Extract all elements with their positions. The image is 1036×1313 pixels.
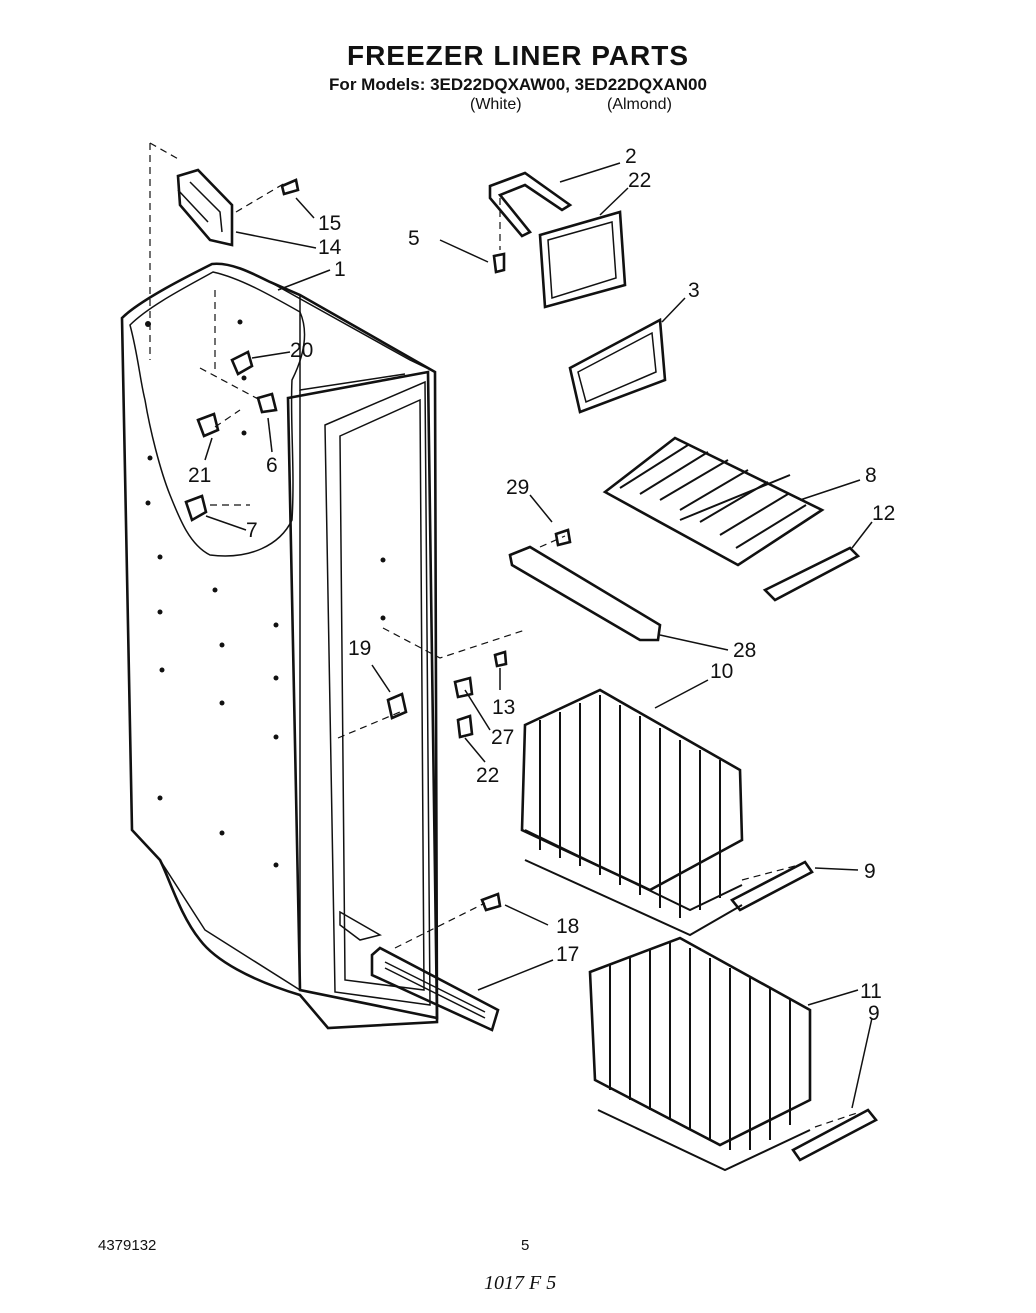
callout-21: 21 [188, 464, 211, 487]
callout-29: 29 [506, 476, 529, 499]
callout-22-upper: 22 [628, 169, 651, 192]
part-8-wire-shelf [602, 436, 825, 567]
part-9-rail-upper [729, 860, 814, 912]
part-12-rail [762, 546, 861, 602]
callout-27: 27 [491, 726, 514, 749]
finish-white-label: (White) [470, 96, 522, 113]
part-21-stop [196, 412, 220, 438]
leader-lines [204, 162, 873, 1109]
callout-1: 1 [334, 258, 346, 281]
callout-11: 11 [860, 980, 882, 1003]
part-28-support [508, 545, 662, 642]
part-22-clip [456, 714, 474, 739]
callout-20: 20 [290, 339, 313, 362]
callout-9-lower: 9 [868, 1002, 880, 1025]
callout-10: 10 [710, 660, 733, 683]
callout-3: 3 [688, 279, 700, 302]
part-19-bracket [386, 692, 408, 720]
callout-7: 7 [246, 519, 258, 542]
callout-8: 8 [865, 464, 877, 487]
part-22-frame [538, 210, 627, 309]
part-20-stop [230, 350, 254, 376]
part-7-bracket [184, 494, 208, 522]
callout-15: 15 [318, 212, 341, 235]
part-18-screw [480, 892, 502, 912]
callout-22-lower: 22 [476, 764, 499, 787]
callout-13: 13 [492, 696, 515, 719]
callout-28: 28 [733, 639, 756, 662]
page-number: 5 [521, 1237, 530, 1254]
part-5-screw [492, 252, 506, 274]
page-title: FREEZER LINER PARTS [346, 40, 690, 71]
callout-12: 12 [872, 502, 895, 525]
part-13-clip [493, 650, 508, 668]
models-line: For Models: 3ED22DQXAW00, 3ED22DQXAN00 [329, 75, 707, 94]
callout-5: 5 [408, 227, 420, 250]
part-11-basket [588, 936, 812, 1172]
callout-labels: 15 14 1 20 21 6 7 2 22 5 3 8 29 12 28 10… [188, 145, 895, 1025]
callout-17: 17 [556, 943, 579, 966]
part-9-rail-lower [791, 1108, 878, 1162]
part-29-screw [554, 528, 572, 547]
callout-6: 6 [266, 454, 278, 477]
callout-2: 2 [625, 145, 637, 168]
freezer-liner [120, 262, 439, 1030]
part-10-basket [520, 688, 744, 937]
callout-9-upper: 9 [864, 860, 876, 883]
part-14-bracket [176, 168, 234, 247]
callout-14: 14 [318, 236, 342, 259]
part-27-clip [453, 676, 474, 699]
callout-18: 18 [556, 915, 579, 938]
handwritten-note: 1017 F 5 [484, 1272, 557, 1294]
callout-19: 19 [348, 637, 371, 660]
finish-almond-label: (Almond) [607, 96, 672, 113]
part-2-bracket [488, 171, 573, 238]
part-15-screw [280, 178, 300, 196]
part-3-panel [568, 317, 667, 414]
part-17-grille [370, 946, 500, 1032]
document-number: 4379132 [98, 1237, 157, 1254]
part-6-clip [256, 392, 278, 414]
